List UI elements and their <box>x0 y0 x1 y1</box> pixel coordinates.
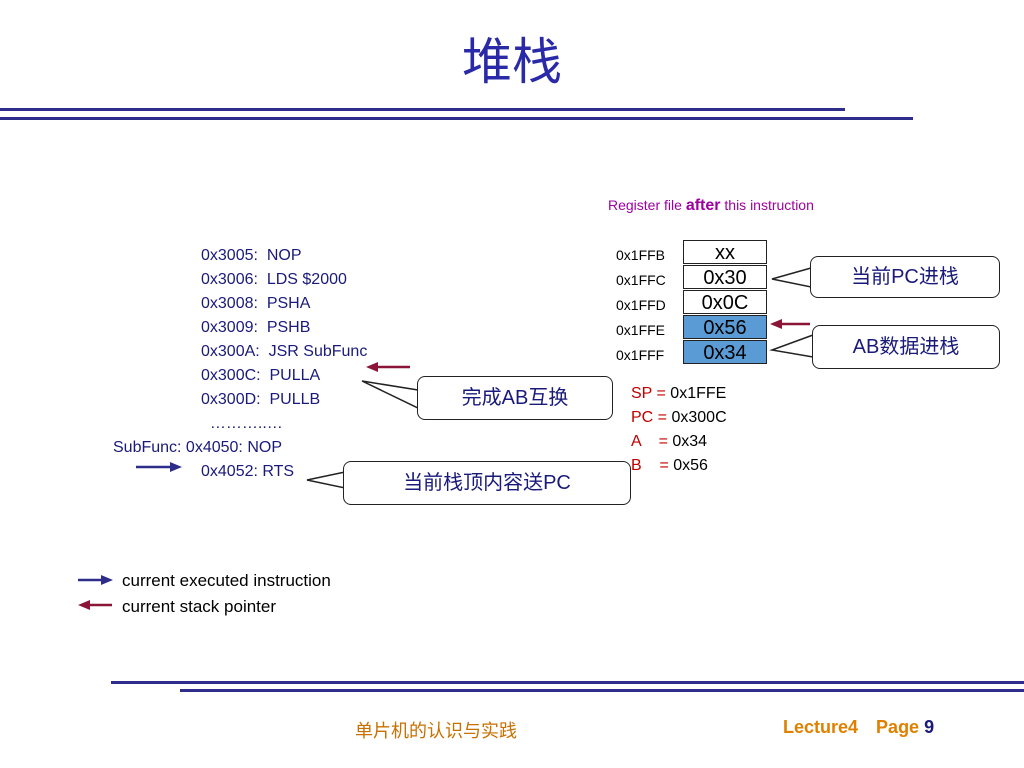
register-value: 0x56 <box>673 457 708 474</box>
footer-rule-bottom <box>180 689 1024 692</box>
code-line: 0x300A: JSR SubFunc <box>201 343 368 360</box>
footer-course-title: 单片机的认识与实践 <box>355 721 517 742</box>
register-equals: = <box>641 457 674 474</box>
register-equals: = <box>653 409 672 426</box>
stack-cell-highlighted: 0x56 <box>683 315 767 339</box>
caption-text-after: this instruction <box>720 197 814 213</box>
code-line-rts: 0x4052: RTS <box>201 463 295 480</box>
register-name: PC <box>631 409 654 426</box>
register-equals: = <box>640 433 673 450</box>
stack-address: 0x1FFC <box>616 272 666 288</box>
code-line: 0x300D: PULLB <box>201 391 321 408</box>
register-a: A = 0x34 <box>631 430 707 454</box>
register-file-caption: Register file after this instruction <box>608 197 814 215</box>
header-rule-top <box>0 108 845 111</box>
stack-cell: 0x30 <box>683 265 767 289</box>
code-line: 0x300C: PULLA <box>201 367 321 384</box>
footer-page-info: Lecture4 Page 9 <box>783 717 934 738</box>
stack-cell-highlighted: 0x34 <box>683 340 767 364</box>
stack-address: 0x1FFE <box>616 322 666 338</box>
callout-tail-ab-push <box>769 333 814 358</box>
register-value: 0x34 <box>672 433 708 450</box>
callout-tail-ab-swap <box>361 380 419 410</box>
register-b: B = 0x56 <box>631 454 708 478</box>
footer-page-number: 9 <box>924 717 935 737</box>
code-line: ………..… <box>201 415 283 432</box>
legend-executed-label: current executed instruction <box>122 571 331 590</box>
register-name: SP <box>631 385 653 402</box>
callout-pop-pc: 当前栈顶内容送PC <box>343 461 631 505</box>
footer-lecture: Lecture4 <box>783 717 859 737</box>
stack-cell: 0x0C <box>683 290 767 314</box>
callout-tail-pc-push <box>771 267 812 288</box>
code-line-subfunc: SubFunc: 0x4050: NOP <box>113 439 282 456</box>
register-value: 0x1FFE <box>670 385 727 402</box>
header-rule-bottom <box>0 117 913 120</box>
register-value: 0x300C <box>671 409 727 426</box>
stack-pointer-arrow-memory <box>770 319 810 329</box>
slide-title: 堆栈 <box>462 33 562 91</box>
executed-instruction-arrow <box>136 462 182 472</box>
stack-address: 0x1FFF <box>616 347 665 363</box>
callout-tail-pop-pc <box>306 471 346 489</box>
stack-cell: xx <box>683 240 767 264</box>
register-pc: PC = 0x300C <box>631 406 727 430</box>
code-line: 0x3005: NOP <box>201 247 302 264</box>
stack-address: 0x1FFB <box>616 247 666 263</box>
callout-ab-push: AB数据进栈 <box>812 325 1000 369</box>
caption-text-before: Register file <box>608 197 686 213</box>
footer-rule-top <box>111 681 1024 684</box>
stack-pointer-arrow-code <box>366 362 410 372</box>
register-name: B <box>631 457 642 474</box>
callout-pc-push: 当前PC进栈 <box>810 256 1000 298</box>
caption-text-bold: after <box>685 197 721 214</box>
legend-stack-pointer-label: current stack pointer <box>122 597 277 616</box>
footer-page-label: Page <box>876 717 920 737</box>
register-sp: SP = 0x1FFE <box>631 382 726 406</box>
callout-ab-swap: 完成AB互换 <box>417 376 613 420</box>
stack-address: 0x1FFD <box>616 297 666 313</box>
register-equals: = <box>652 385 671 402</box>
code-line: 0x3006: LDS $2000 <box>201 271 347 288</box>
legend-red-arrow <box>78 600 112 610</box>
code-line: 0x3009: PSHB <box>201 319 311 336</box>
legend-blue-arrow <box>78 575 113 585</box>
register-name: A <box>631 433 641 450</box>
code-line: 0x3008: PSHA <box>201 295 311 312</box>
